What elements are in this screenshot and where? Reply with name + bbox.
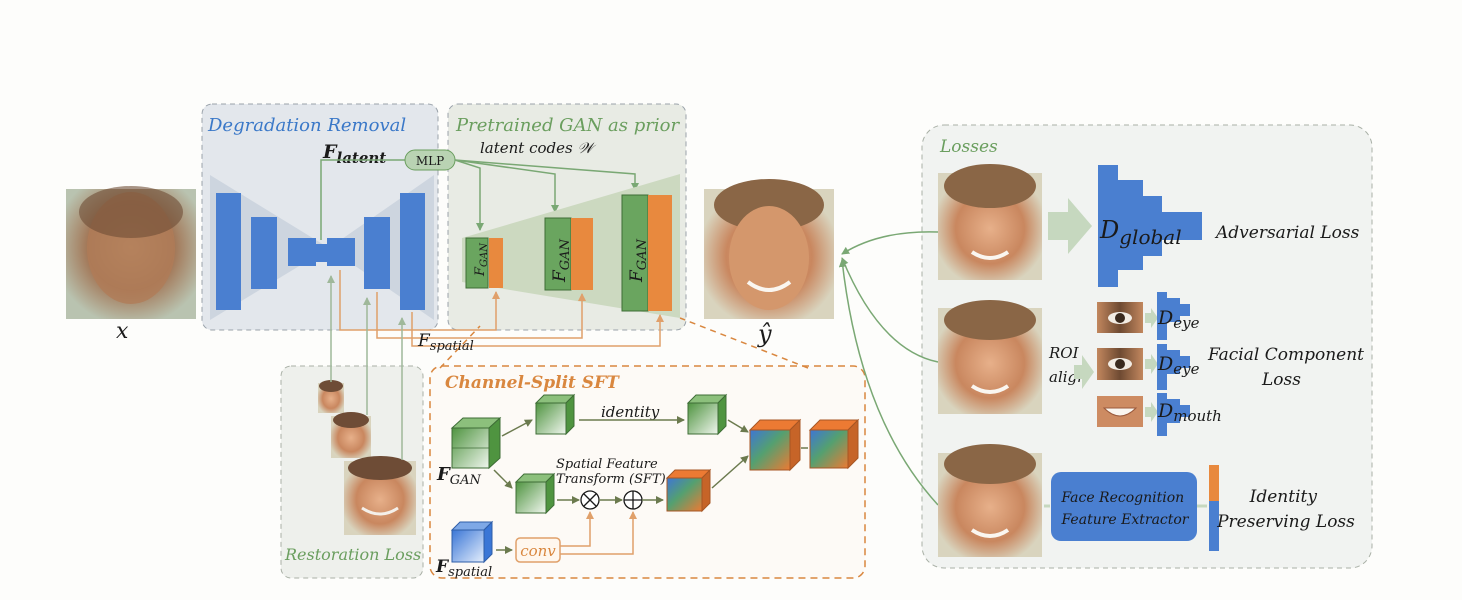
- mlp-label: MLP: [416, 154, 444, 168]
- identity-cube-output: [686, 393, 728, 436]
- loss-face-image-global: [938, 164, 1042, 280]
- conv-label: conv: [520, 542, 556, 560]
- sft-output-cube: [665, 468, 712, 513]
- unet-encoder-decoder: [216, 193, 425, 310]
- f-gan-cube: [450, 416, 502, 470]
- f-gan-label-1: FGAN: [473, 242, 490, 277]
- d-mouth-label: Dmouth: [1157, 400, 1222, 425]
- identity-feature-vector: [1209, 465, 1219, 551]
- f-spatial-label: Fspatial: [417, 331, 474, 354]
- gan-prior-title: Pretrained GAN as prior: [455, 115, 680, 136]
- latent-codes-label: latent codes 𝒲: [480, 139, 596, 157]
- output-y-hat-label: ŷ: [757, 320, 772, 348]
- output-restored-face-image: [704, 179, 834, 319]
- d-mouth-discriminator: [1157, 393, 1190, 436]
- d-eye-discriminator-2: [1157, 344, 1190, 390]
- channel-split-sft-title: Channel-Split SFT: [445, 373, 620, 393]
- degradation-removal-title: Degradation Removal: [207, 115, 406, 136]
- concat-cube-1: [748, 418, 802, 472]
- sft-input-cube: [514, 472, 556, 515]
- adversarial-loss-label: Adversarial Loss: [1214, 223, 1360, 243]
- f-spatial-sft-label: Fspatial: [435, 557, 492, 580]
- global-arrow: [1048, 198, 1092, 254]
- restoration-image-medium: [331, 412, 371, 458]
- conv-block: [515, 537, 561, 563]
- f-latent-label: Flatent: [322, 141, 386, 167]
- gan-feature-layer-2: [544, 217, 593, 291]
- identity-preserving-loss-label: Identity Preserving Loss: [1216, 487, 1355, 532]
- d-eye-label-1: Deye: [1157, 307, 1200, 332]
- d-eye-label-2: Deye: [1157, 353, 1200, 378]
- facial-component-loss-label: Facial Component Loss: [1207, 345, 1369, 390]
- identity-cube-input: [534, 393, 576, 436]
- input-x-label: x: [116, 319, 129, 344]
- concat-cube-2: [808, 418, 860, 470]
- loss-face-image-component: [938, 300, 1042, 414]
- f-gan-sft-label: FGAN: [436, 464, 482, 488]
- f-gan-label-2: FGAN: [550, 238, 573, 283]
- f-spatial-cube: [450, 520, 494, 564]
- face-recognition-extractor-block: [1051, 472, 1197, 541]
- gan-feature-layer-1: [465, 237, 503, 289]
- sft-label: Spatial Feature Transform (SFT): [556, 457, 666, 487]
- face-recognition-label: Face Recognition Feature Extractor: [1060, 490, 1189, 528]
- d-eye-discriminator-1: [1157, 292, 1190, 340]
- restoration-loss-title: Restoration Loss: [284, 545, 421, 564]
- f-gan-label-3: FGAN: [627, 238, 650, 283]
- d-global-discriminator: [1098, 165, 1202, 287]
- identity-label: identity: [601, 403, 660, 421]
- roi-arrow: [1074, 355, 1094, 389]
- input-degraded-face-image: [66, 186, 196, 319]
- restoration-image-large: [344, 456, 416, 535]
- losses-title: Losses: [939, 137, 998, 157]
- loss-face-image-identity: [938, 444, 1042, 557]
- restoration-image-small: [318, 380, 344, 413]
- d-global-label: Dglobal: [1099, 216, 1182, 249]
- gan-feature-layer-3: [621, 194, 672, 312]
